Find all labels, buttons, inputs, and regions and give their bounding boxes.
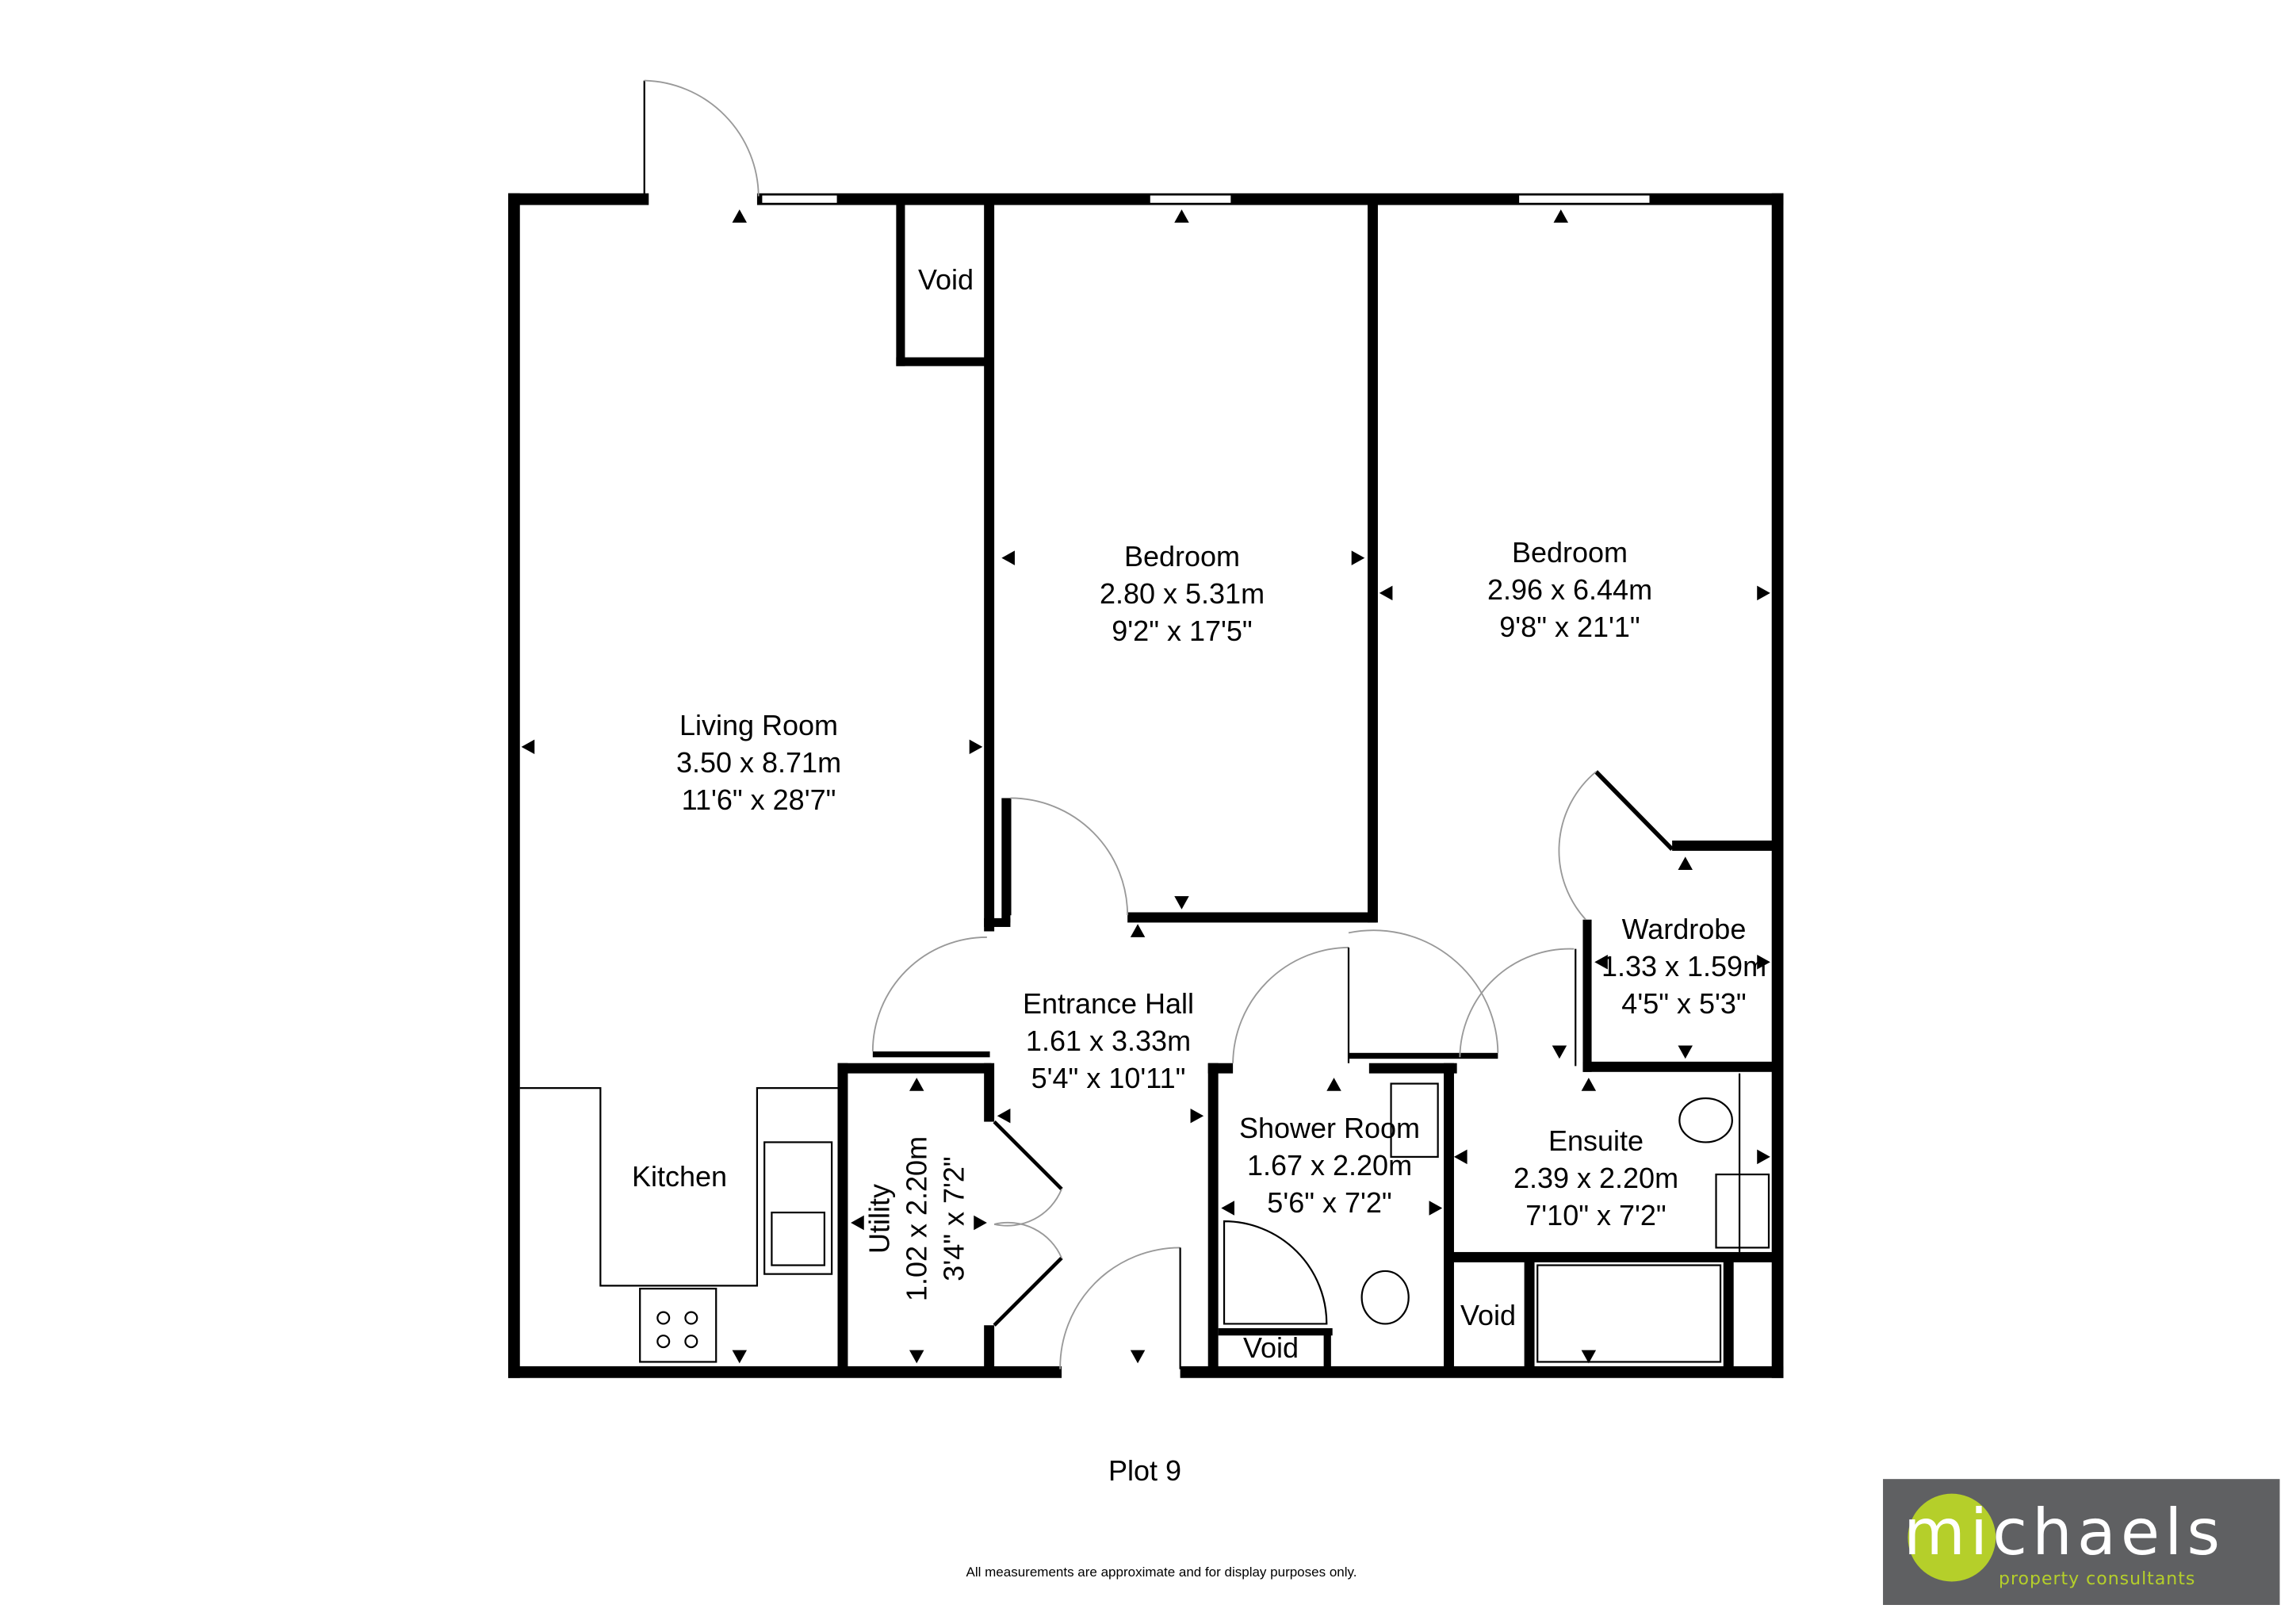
wardrobe-label: Wardrobe 1.33 x 1.59m 4'5" x 5'3"	[1601, 910, 1766, 1022]
bedroom1-name: Bedroom	[1123, 540, 1241, 573]
kitchen-label: Kitchen	[632, 1158, 727, 1195]
sink	[763, 1141, 833, 1275]
basin	[1390, 1082, 1439, 1159]
basin	[1715, 1173, 1770, 1249]
living-room-name: Living Room	[679, 709, 839, 741]
ensuite-metric: 2.39 x 2.20m	[1513, 1162, 1679, 1194]
wardrobe-imperial: 4'5" x 5'3"	[1621, 987, 1747, 1020]
wardrobe-metric: 1.33 x 1.59m	[1601, 950, 1767, 982]
hall-metric: 1.61 x 3.33m	[1025, 1025, 1192, 1057]
bedroom2-name: Bedroom	[1511, 536, 1628, 569]
dimension-arrows	[521, 209, 1770, 1364]
shower-tray	[1223, 1220, 1328, 1325]
void-top: Void	[917, 263, 974, 296]
shower-room-label: Shower Room 1.67 x 2.20m 5'6" x 7'2"	[1239, 1109, 1420, 1221]
doors	[643, 79, 1674, 1369]
ensuite-label: Ensuite 2.39 x 2.20m 7'10" x 7'2"	[1513, 1122, 1678, 1234]
bedroom1-imperial: 9'2" x 17'5"	[1112, 615, 1253, 647]
shower-room-name: Shower Room	[1238, 1112, 1421, 1144]
utility-label: Utility 1.02 x 2.20m 3'4" x 7'2"	[861, 1136, 973, 1301]
hall-imperial: 5'4" x 10'11"	[1031, 1062, 1186, 1094]
plan-title: Plot 9	[1108, 1454, 1182, 1487]
void-ensuite: Void	[1460, 1299, 1517, 1331]
living-room-imperial: 11'6" x 28'7"	[681, 783, 836, 816]
bedroom2-metric: 2.96 x 6.44m	[1487, 573, 1653, 606]
hall-label: Entrance Hall 1.61 x 3.33m 5'4" x 10'11"	[1023, 985, 1194, 1097]
bath	[1536, 1264, 1722, 1363]
hall-name: Entrance Hall	[1022, 987, 1195, 1020]
walls	[507, 193, 1784, 1378]
void-top-label: Void	[918, 261, 974, 298]
michaels-logo-graphic	[1883, 1479, 2280, 1605]
ensuite-name: Ensuite	[1548, 1124, 1644, 1157]
bedroom1-label: Bedroom 2.80 x 5.31m 9'2" x 17'5"	[1100, 538, 1265, 649]
ensuite-imperial: 7'10" x 7'2"	[1525, 1199, 1667, 1231]
void-ensuite-label: Void	[1460, 1297, 1516, 1334]
toilet	[1360, 1270, 1410, 1325]
shower-room-imperial: 5'6" x 7'2"	[1267, 1186, 1392, 1219]
disclaimer: All measurements are approximate and for…	[966, 1565, 1357, 1580]
wardrobe-name: Wardrobe	[1621, 913, 1747, 945]
living-room-metric: 3.50 x 8.71m	[675, 746, 842, 779]
utility-metric: 1.02 x 2.20m	[900, 1136, 933, 1302]
bedroom2-imperial: 9'8" x 21'1"	[1499, 611, 1640, 643]
logo-tagline: property consultants	[1999, 1569, 2196, 1589]
logo-word: michaels	[1904, 1496, 2225, 1569]
windows	[760, 193, 1651, 205]
utility-name: Utility	[863, 1184, 896, 1254]
living-room-label: Living Room 3.50 x 8.71m 11'6" x 28'7"	[676, 707, 841, 818]
bedroom1-metric: 2.80 x 5.31m	[1099, 577, 1265, 610]
kitchen-name: Kitchen	[631, 1160, 728, 1193]
void-shower-label: Void	[1243, 1329, 1299, 1366]
utility-imperial: 3'4" x 7'2"	[937, 1156, 970, 1281]
toilet	[1678, 1097, 1733, 1143]
hob	[639, 1287, 718, 1363]
kitchen-counter	[519, 1086, 838, 1287]
void-shower: Void	[1242, 1331, 1299, 1364]
shower-room-metric: 1.67 x 2.20m	[1246, 1149, 1413, 1182]
bedroom2-label: Bedroom 2.96 x 6.44m 9'8" x 21'1"	[1487, 534, 1652, 645]
fixtures	[519, 1073, 1770, 1363]
